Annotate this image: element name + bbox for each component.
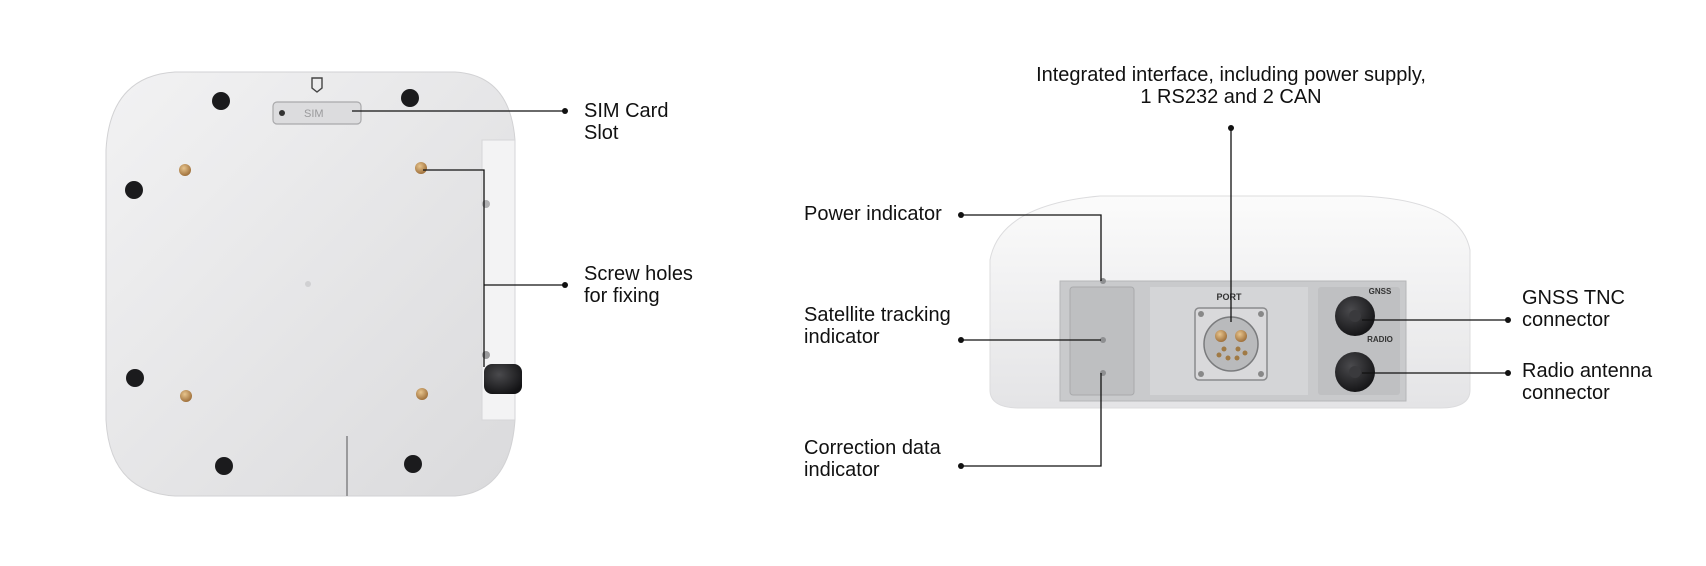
gnss-tnc-label: GNSS TNC connector: [1522, 287, 1625, 331]
gnss-label-line-1: GNSS TNC: [1522, 287, 1625, 309]
radio-label-line-2: connector: [1522, 382, 1610, 404]
correction-label-line-2: indicator: [804, 459, 880, 481]
interface-label-line-2: 1 RS232 and 2 CAN: [1140, 86, 1322, 108]
leader-dot: [1505, 370, 1511, 376]
screw-label-line-2: for fixing: [584, 285, 660, 307]
integrated-interface-label: Integrated interface, including power su…: [1000, 64, 1462, 108]
screw-label-line-1: Screw holes: [584, 263, 693, 285]
power-indicator-label: Power indicator: [804, 203, 942, 225]
leader-dot: [958, 337, 964, 343]
panel-port-text: PORT: [1216, 292, 1242, 302]
fixing-screw: [415, 162, 427, 174]
sim-card-slot: SIM: [272, 77, 362, 125]
mounting-hole: [215, 457, 233, 475]
mounting-hole: [125, 181, 143, 199]
leader-correction: [961, 373, 1102, 467]
satellite-label-line-1: Satellite tracking: [804, 304, 951, 326]
power-label-text: Power indicator: [804, 203, 942, 225]
leader-dot: [958, 463, 964, 469]
interface-label-line-1: Integrated interface, including power su…: [1036, 64, 1426, 86]
radio-antenna-connector: [1335, 352, 1375, 392]
leader-dot: [1228, 125, 1234, 131]
fixing-screw: [416, 388, 428, 400]
mounting-hole: [126, 369, 144, 387]
satellite-indicator-led: [1100, 337, 1106, 343]
panel-gnss-text: GNSS: [1369, 287, 1392, 296]
mounting-hole: [404, 455, 422, 473]
radio-antenna-label: Radio antenna connector: [1522, 360, 1652, 404]
sim-label-line-1: SIM Card: [584, 100, 669, 122]
leader-dot: [562, 108, 568, 114]
leader-screw: [423, 169, 485, 367]
gnss-label-line-2: connector: [1522, 309, 1610, 331]
panel-radio-text: RADIO: [1367, 335, 1393, 344]
mounting-holes: [125, 89, 422, 475]
sim-card-slot-label: SIM Card Slot: [584, 100, 668, 144]
leader-dot: [958, 212, 964, 218]
status-indicators: [1100, 278, 1106, 376]
fixing-screw: [180, 390, 192, 402]
gnss-tnc-connector: [1335, 296, 1375, 336]
satellite-label-line-2: indicator: [804, 326, 880, 348]
satellite-tracking-label: Satellite tracking indicator: [804, 304, 951, 348]
screw-holes-label: Screw holes for fixing: [584, 263, 693, 307]
correction-label-line-1: Correction data: [804, 437, 941, 459]
leader-dot: [562, 282, 568, 288]
sim-slot-text: SIM: [304, 108, 324, 120]
mounting-hole: [212, 92, 230, 110]
leader-dot: [1505, 317, 1511, 323]
fixing-screw: [179, 164, 191, 176]
leader-power: [961, 214, 1102, 281]
sim-label-line-2: Slot: [584, 122, 619, 144]
radio-label-line-1: Radio antenna: [1522, 360, 1653, 382]
correction-data-label: Correction data indicator: [804, 437, 941, 481]
fixing-screws: [179, 162, 428, 402]
mounting-hole: [401, 89, 419, 107]
bottom-view-housing: [105, 71, 516, 497]
leader-lines: [352, 108, 1511, 469]
